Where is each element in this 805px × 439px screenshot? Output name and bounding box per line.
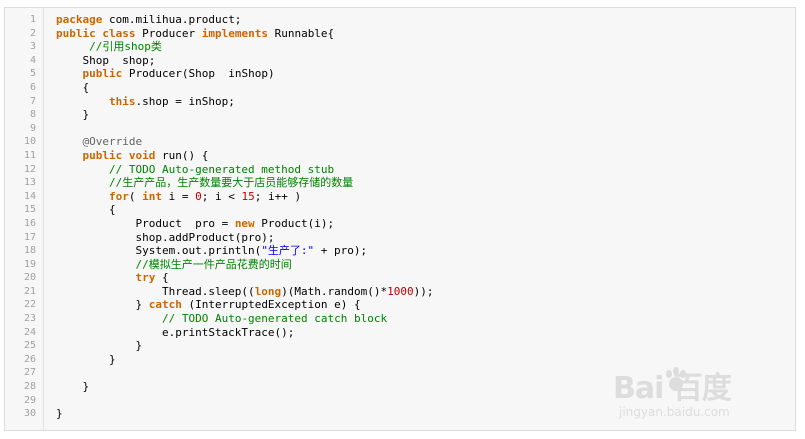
code-block: 1 package com.milihua.product; 2 public cla… (4, 7, 796, 431)
code-line: 16 Product pro = new Product(i); (5, 217, 795, 231)
code-line: 13 //生产产品，生产数量要大于店员能够存储的数量 (5, 176, 795, 190)
code-text: public void run() { (82, 148, 209, 162)
code-line: 6 { (5, 81, 795, 95)
line-number: 21 (23, 285, 36, 297)
line-number: 24 (23, 326, 36, 338)
code-line: 11 public void run() { (5, 149, 795, 163)
line-number: 15 (23, 204, 36, 216)
code-text: Thread.sleep((long)(Math.random()*1000))… (56, 284, 434, 298)
code-text: } (56, 352, 116, 366)
code-line: 3 //引用shop类 (5, 40, 795, 54)
code-line: 10 @Override (5, 135, 795, 149)
code-line: 17 shop.addProduct(pro); (5, 231, 795, 245)
code-line: 30} (5, 407, 795, 421)
line-number: 10 (23, 136, 36, 148)
code-line: 19 //模拟生产一件产品花费的时间 (5, 258, 795, 272)
line-number-gutter (5, 8, 44, 430)
line-number: 23 (23, 313, 36, 325)
paw-icon (666, 367, 686, 391)
line-number: 16 (23, 217, 36, 229)
line-number: 13 (23, 177, 36, 189)
code-line: 4 Shop shop; (5, 54, 795, 68)
line-number: 30 (23, 408, 36, 420)
code-line: 7 this.shop = inShop; (5, 95, 795, 109)
line-number: 17 (23, 231, 36, 243)
line-number: 22 (23, 299, 36, 311)
line-number: 3 (29, 41, 36, 53)
code-text: //生产产品，生产数量要大于店员能够存储的数量 (108, 176, 354, 190)
code-text: //引用shop类 (89, 40, 162, 54)
line-number: 18 (23, 245, 36, 257)
line-number: 29 (23, 394, 36, 406)
code-text: // TODO Auto-generated method stub (108, 162, 335, 176)
line-number: 27 (23, 367, 36, 379)
code-text: { (56, 203, 116, 217)
code-text: shop.addProduct(pro); (56, 230, 275, 244)
code-text: // TODO Auto-generated catch block (161, 312, 388, 326)
code-text: for( int i = 0; i < 15; i++ ) (108, 189, 302, 203)
code-line: 24 e.printStackTrace(); (5, 326, 795, 340)
line-number: 11 (23, 149, 36, 161)
code-line: 28 } (5, 380, 795, 394)
line-number: 8 (29, 109, 36, 121)
code-text: System.out.println("生产了:" + pro); (56, 244, 368, 258)
code-text: } (56, 407, 63, 421)
code-text: } (56, 380, 90, 394)
code-text: } (56, 108, 90, 122)
line-number: 28 (23, 381, 36, 393)
line-number: 19 (23, 258, 36, 270)
code-line: 8 } (5, 108, 795, 122)
code-text: public class Producer implements Runnabl… (56, 26, 335, 40)
code-line: 29 (5, 394, 795, 408)
code-text: package com.milihua.product; (56, 13, 242, 26)
code-line: 5 public Producer(Shop inShop) (5, 67, 795, 81)
code-text: } (56, 339, 143, 353)
code-line: 12 // TODO Auto-generated method stub (5, 163, 795, 177)
code-line: 14 for( int i = 0; i < 15; i++ ) (5, 190, 795, 204)
code-text: try { (135, 271, 169, 285)
code-line: 25 } (5, 339, 795, 353)
line-number: 5 (29, 68, 36, 80)
code-text: { (56, 80, 90, 94)
code-line: 27 (5, 366, 795, 380)
line-number: 12 (23, 163, 36, 175)
code-lines: 1 package com.milihua.product; 2 public cla… (5, 13, 795, 421)
code-text: @Override (82, 135, 143, 149)
code-line: 9 (5, 122, 795, 136)
code-line: 20 try { (5, 271, 795, 285)
code-line: 26 } (5, 353, 795, 367)
code-line: 21 Thread.sleep((long)(Math.random()*100… (5, 285, 795, 299)
code-line: 22 } catch (InterruptedException e) { (5, 298, 795, 312)
line-number: 6 (29, 81, 36, 93)
watermark-url: jingyan.baidu.com (619, 405, 730, 419)
code-line: 15 { (5, 203, 795, 217)
code-text: } catch (InterruptedException e) { (56, 298, 361, 312)
code-text: //模拟生产一件产品花费的时间 (135, 257, 292, 271)
line-number: 20 (23, 272, 36, 284)
line-number: 26 (23, 353, 36, 365)
code-line: 1 package com.milihua.product; (5, 13, 795, 27)
baidu-watermark: Bai 百度 jingyan.baidu.com (613, 357, 763, 427)
code-text: public Producer(Shop inShop) (82, 67, 275, 81)
code-text: Shop shop; (56, 53, 156, 67)
line-number: 1 (29, 14, 36, 25)
line-number: 25 (23, 340, 36, 352)
line-number: 14 (23, 190, 36, 202)
line-number: 9 (29, 122, 36, 134)
code-text: e.printStackTrace(); (56, 325, 295, 339)
code-text: Product pro = new Product(i); (56, 216, 335, 230)
code-text: this.shop = inShop; (108, 94, 235, 108)
line-number: 2 (29, 27, 36, 39)
code-line: 18 System.out.println("生产了:" + pro); (5, 244, 795, 258)
code-line: 2 public class Producer implements Runnab… (5, 27, 795, 41)
line-number: 7 (29, 95, 36, 107)
line-number: 4 (29, 54, 36, 66)
code-line: 23 // TODO Auto-generated catch block (5, 312, 795, 326)
